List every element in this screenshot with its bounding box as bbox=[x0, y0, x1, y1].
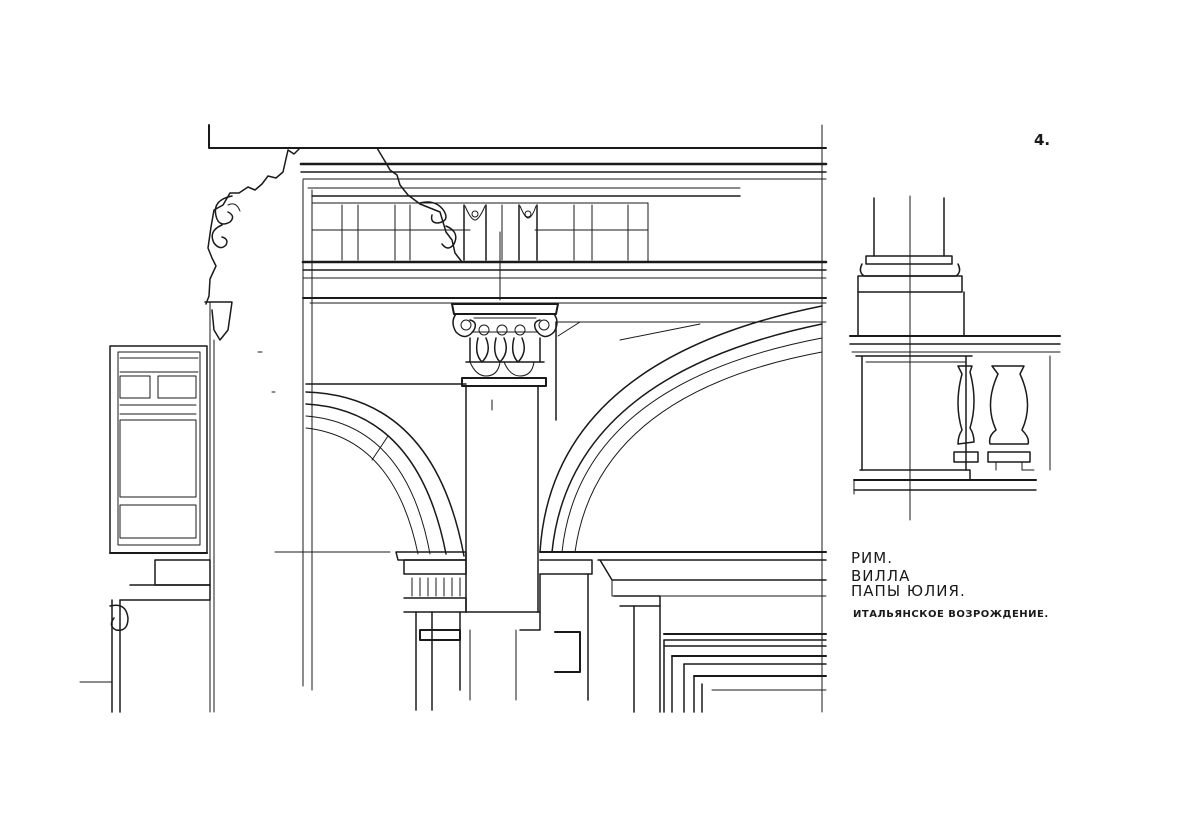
caption-villa: ВИЛЛА bbox=[851, 567, 911, 585]
guide-lines bbox=[274, 124, 911, 713]
ionic-capital bbox=[451, 303, 559, 613]
right-arch bbox=[539, 305, 827, 713]
left-arch bbox=[305, 383, 581, 711]
caption-city: РИМ. bbox=[851, 549, 893, 567]
caption-villa-name: ПАПЫ ЮЛИЯ. bbox=[851, 582, 966, 600]
left-window bbox=[79, 301, 276, 713]
balustrade-detail bbox=[849, 197, 1061, 495]
entablature bbox=[208, 124, 828, 304]
caption-style: ИТАЛЬЯНСКОЕ ВОЗРОЖДЕНИЕ. bbox=[853, 609, 1049, 620]
page-number: 4. bbox=[1034, 131, 1051, 149]
crack-outline bbox=[205, 147, 463, 305]
